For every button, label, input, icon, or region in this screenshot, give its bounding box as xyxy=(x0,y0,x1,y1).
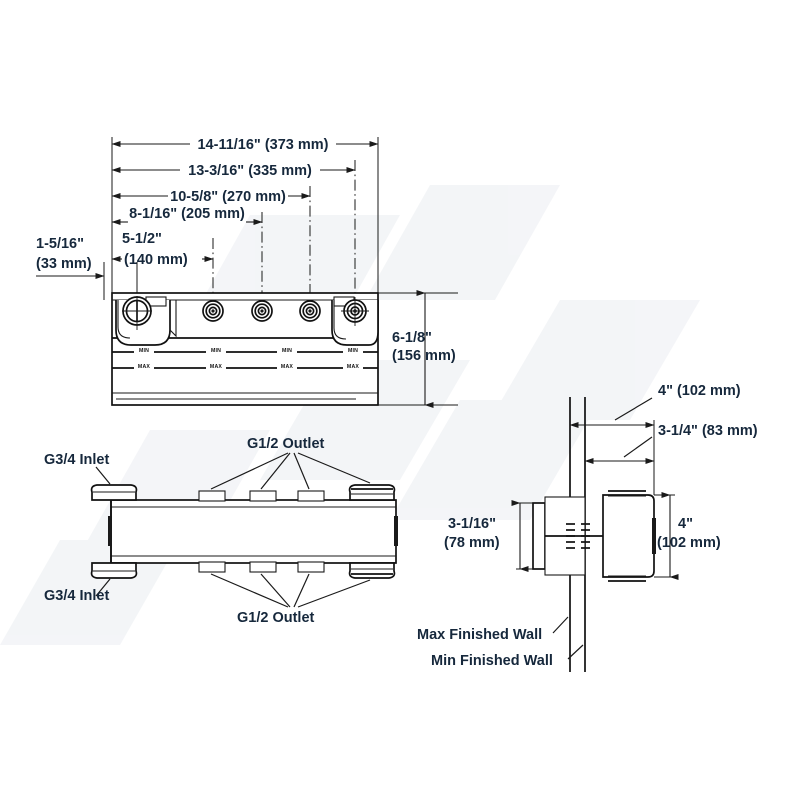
svg-text:MAX: MAX xyxy=(138,364,150,370)
front-view-scale-markings: MIN MIN MIN MIN xyxy=(134,346,363,370)
dimension-wall-depth-3-1-4-label: 3-1/4" (83 mm) xyxy=(658,423,758,439)
dimension-left-offset-label-line1: 1-5/16" xyxy=(36,236,84,252)
scale-marking-max-4: MAX xyxy=(343,362,363,370)
dimension-width-4: 8-1/16" (205 mm) xyxy=(111,206,263,225)
label-min-finished-wall: Min Finished Wall xyxy=(431,653,553,669)
svg-text:MAX: MAX xyxy=(347,364,359,370)
side-view-thread-marks xyxy=(566,523,590,549)
top-view-inlet-left-top xyxy=(90,484,138,501)
top-view-outlet-tab-top-2 xyxy=(249,490,277,502)
scale-marking-min-3: MIN xyxy=(277,346,297,354)
dimension-width-2-label: 13-3/16" (335 mm) xyxy=(188,163,312,179)
scale-marking-min-2: MIN xyxy=(206,346,226,354)
dimension-left-offset: 1-5/16" (33 mm) xyxy=(36,236,105,279)
label-inlet-top: G3/4 Inlet xyxy=(44,452,109,468)
top-view-outlet-right-top xyxy=(348,484,396,501)
svg-text:MIN: MIN xyxy=(139,348,149,354)
svg-text:MIN: MIN xyxy=(348,348,358,354)
front-view-port-inlet-left xyxy=(122,296,152,330)
top-view-outlet-tab-bottom-3 xyxy=(297,561,325,573)
dimension-width-5-label-line2: (140 mm) xyxy=(124,252,188,268)
dimension-width-2: 13-3/16" (335 mm) xyxy=(111,163,356,179)
scale-marking-max-1: MAX xyxy=(134,362,154,370)
label-inlet-bottom: G3/4 Inlet xyxy=(44,588,109,604)
dimension-left-offset-label-line2: (33 mm) xyxy=(36,256,92,272)
dimension-body-width-side: 4" (102 mm) xyxy=(654,492,721,580)
max-finished-wall-leader xyxy=(552,616,569,634)
top-view-outlet-tab-top-1 xyxy=(198,490,226,502)
top-view-inlet-bottom-leader xyxy=(95,578,111,597)
top-view-outlet-tab-bottom-2 xyxy=(249,561,277,573)
side-view: 4" (102 mm) 3-1/4" (83 mm) 3-1/16" (78 m… xyxy=(417,383,758,672)
front-view-port-right xyxy=(341,297,369,326)
dimension-body-height-side-label-line1: 3-1/16" xyxy=(448,516,496,532)
front-view: 14-11/16" (373 mm) 13-3/16" (335 mm) 10-… xyxy=(36,137,458,408)
label-outlet-bottom: G1/2 Outlet xyxy=(237,610,315,626)
label-outlet-top: G1/2 Outlet xyxy=(247,436,325,452)
scale-marking-max-3: MAX xyxy=(277,362,297,370)
top-view-outlet-bottom-leaders xyxy=(210,573,371,608)
dimension-width-3: 10-5/8" (270 mm) xyxy=(111,189,311,205)
scale-marking-max-2: MAX xyxy=(206,362,226,370)
scale-marking-min-1: MIN xyxy=(134,346,154,354)
label-max-finished-wall: Max Finished Wall xyxy=(417,627,542,643)
dimension-body-width-side-label-line1: 4" xyxy=(678,516,693,532)
dimension-overall-width-label: 14-11/16" (373 mm) xyxy=(197,137,328,153)
dimension-wall-depth-4in: 4" (102 mm) xyxy=(569,383,741,495)
front-view-port-mid-2 xyxy=(251,300,273,322)
dimension-overall-width: 14-11/16" (373 mm) xyxy=(111,137,379,153)
front-view-port-mid-3 xyxy=(299,300,321,322)
dimension-body-height-side: 3-1/16" (78 mm) xyxy=(444,500,533,572)
svg-text:MAX: MAX xyxy=(210,364,222,370)
dimension-body-height-label-line1: 6-1/8" xyxy=(392,330,432,346)
dimension-body-height: 6-1/8" (156 mm) xyxy=(378,290,458,408)
top-view: G3/4 Inlet G3/4 Inlet G1/2 Outlet G1/2 O… xyxy=(44,436,398,626)
min-finished-wall-leader xyxy=(567,644,584,660)
top-view-inlet-left-bottom xyxy=(90,562,138,579)
dimension-wall-depth-3-1-4: 3-1/4" (83 mm) xyxy=(584,423,758,464)
dimension-body-height-side-label-line2: (78 mm) xyxy=(444,535,500,551)
svg-text:MIN: MIN xyxy=(211,348,221,354)
dimension-width-5: 5-1/2" (140 mm) xyxy=(111,231,214,268)
scale-marking-min-4: MIN xyxy=(343,346,363,354)
dimension-width-5-label-line1: 5-1/2" xyxy=(122,231,162,247)
front-view-port-mid-1 xyxy=(202,300,224,322)
svg-text:MIN: MIN xyxy=(282,348,292,354)
front-view-body: MIN MIN MIN MIN xyxy=(111,292,379,406)
top-view-outlet-tab-bottom-1 xyxy=(198,561,226,573)
dimension-wall-depth-4in-label: 4" (102 mm) xyxy=(658,383,741,399)
top-view-outlet-right-bottom xyxy=(348,562,396,579)
side-view-wall-labels: Max Finished Wall Min Finished Wall xyxy=(417,616,584,669)
dimension-body-height-label-line2: (156 mm) xyxy=(392,348,456,364)
dimension-width-3-label: 10-5/8" (270 mm) xyxy=(170,189,286,205)
dimension-body-width-side-label-line2: (102 mm) xyxy=(657,535,721,551)
top-view-outlet-tab-top-3 xyxy=(297,490,325,502)
top-view-outlet-top-leaders xyxy=(210,452,371,490)
dimension-width-4-label: 8-1/16" (205 mm) xyxy=(129,206,245,222)
svg-text:MAX: MAX xyxy=(281,364,293,370)
side-view-body xyxy=(532,490,656,582)
top-view-inlet-top-leader xyxy=(95,466,111,485)
